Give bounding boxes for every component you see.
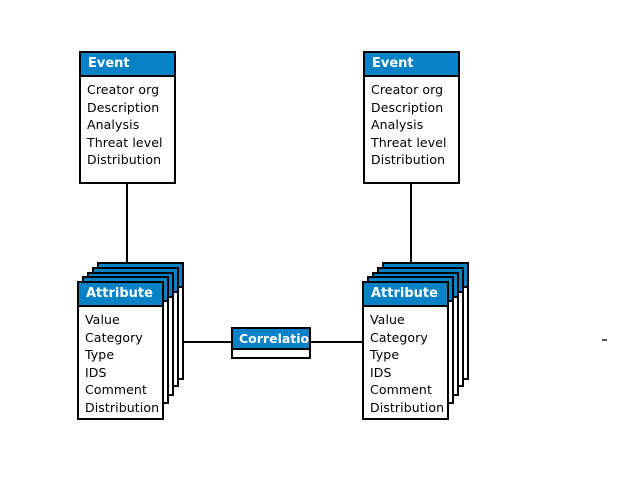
entity-header-attribute-right: Attribute	[364, 283, 447, 307]
field-row: Creator org	[87, 82, 160, 97]
connector-event-right-to-attribute-right	[410, 184, 412, 262]
entity-box-event-left[interactable]: Event Creator org Description Analysis T…	[79, 51, 176, 184]
entity-fields-attribute-left: Value Category Type IDS Comment Distribu…	[79, 307, 162, 421]
entity-stack-attribute-right[interactable]: Attribute Value Category Type IDS Commen…	[362, 262, 470, 422]
field-row: Description	[371, 99, 444, 115]
field-row: Type	[370, 347, 400, 363]
entity-header-event-left: Event	[81, 53, 174, 77]
field-row: Value	[370, 312, 405, 327]
entity-header-attribute-left: Attribute	[79, 283, 162, 307]
entity-box-event-right[interactable]: Event Creator org Description Analysis T…	[363, 51, 460, 184]
entity-stack-attribute-left[interactable]: Attribute Value Category Type IDS Commen…	[77, 262, 185, 422]
field-row: Distribution	[371, 152, 446, 168]
entity-box-attribute-left[interactable]: Attribute Value Category Type IDS Commen…	[77, 281, 164, 420]
field-row: Comment	[370, 382, 432, 398]
field-row: Value	[85, 312, 120, 327]
field-row: IDS	[370, 364, 392, 380]
field-row: Distribution	[87, 152, 162, 168]
entity-box-attribute-right[interactable]: Attribute Value Category Type IDS Commen…	[362, 281, 449, 420]
field-row: Description	[87, 99, 160, 115]
field-row: Type	[85, 347, 115, 363]
entity-fields-correlation	[233, 350, 309, 358]
field-row: Threat level	[87, 134, 163, 150]
field-row: Comment	[85, 382, 147, 398]
entity-fields-attribute-right: Value Category Type IDS Comment Distribu…	[364, 307, 447, 421]
field-row: Creator org	[371, 82, 444, 97]
field-row: IDS	[85, 364, 107, 380]
connector-event-left-to-attribute-left	[126, 184, 128, 262]
entity-header-correlation: Correlation	[233, 329, 309, 350]
stray-mark	[602, 339, 607, 341]
field-row: Analysis	[371, 117, 424, 133]
field-row: Category	[370, 329, 428, 345]
connector-attribute-left-to-correlation	[183, 341, 231, 343]
field-row: Category	[85, 329, 143, 345]
connector-correlation-to-attribute-right	[311, 341, 362, 343]
field-row: Analysis	[87, 117, 140, 133]
entity-fields-event-right: Creator org Description Analysis Threat …	[365, 77, 458, 173]
entity-header-event-right: Event	[365, 53, 458, 77]
field-row: Distribution	[370, 399, 445, 415]
field-row: Threat level	[371, 134, 447, 150]
entity-box-correlation[interactable]: Correlation	[231, 327, 311, 359]
field-row: Distribution	[85, 399, 160, 415]
entity-fields-event-left: Creator org Description Analysis Threat …	[81, 77, 174, 173]
